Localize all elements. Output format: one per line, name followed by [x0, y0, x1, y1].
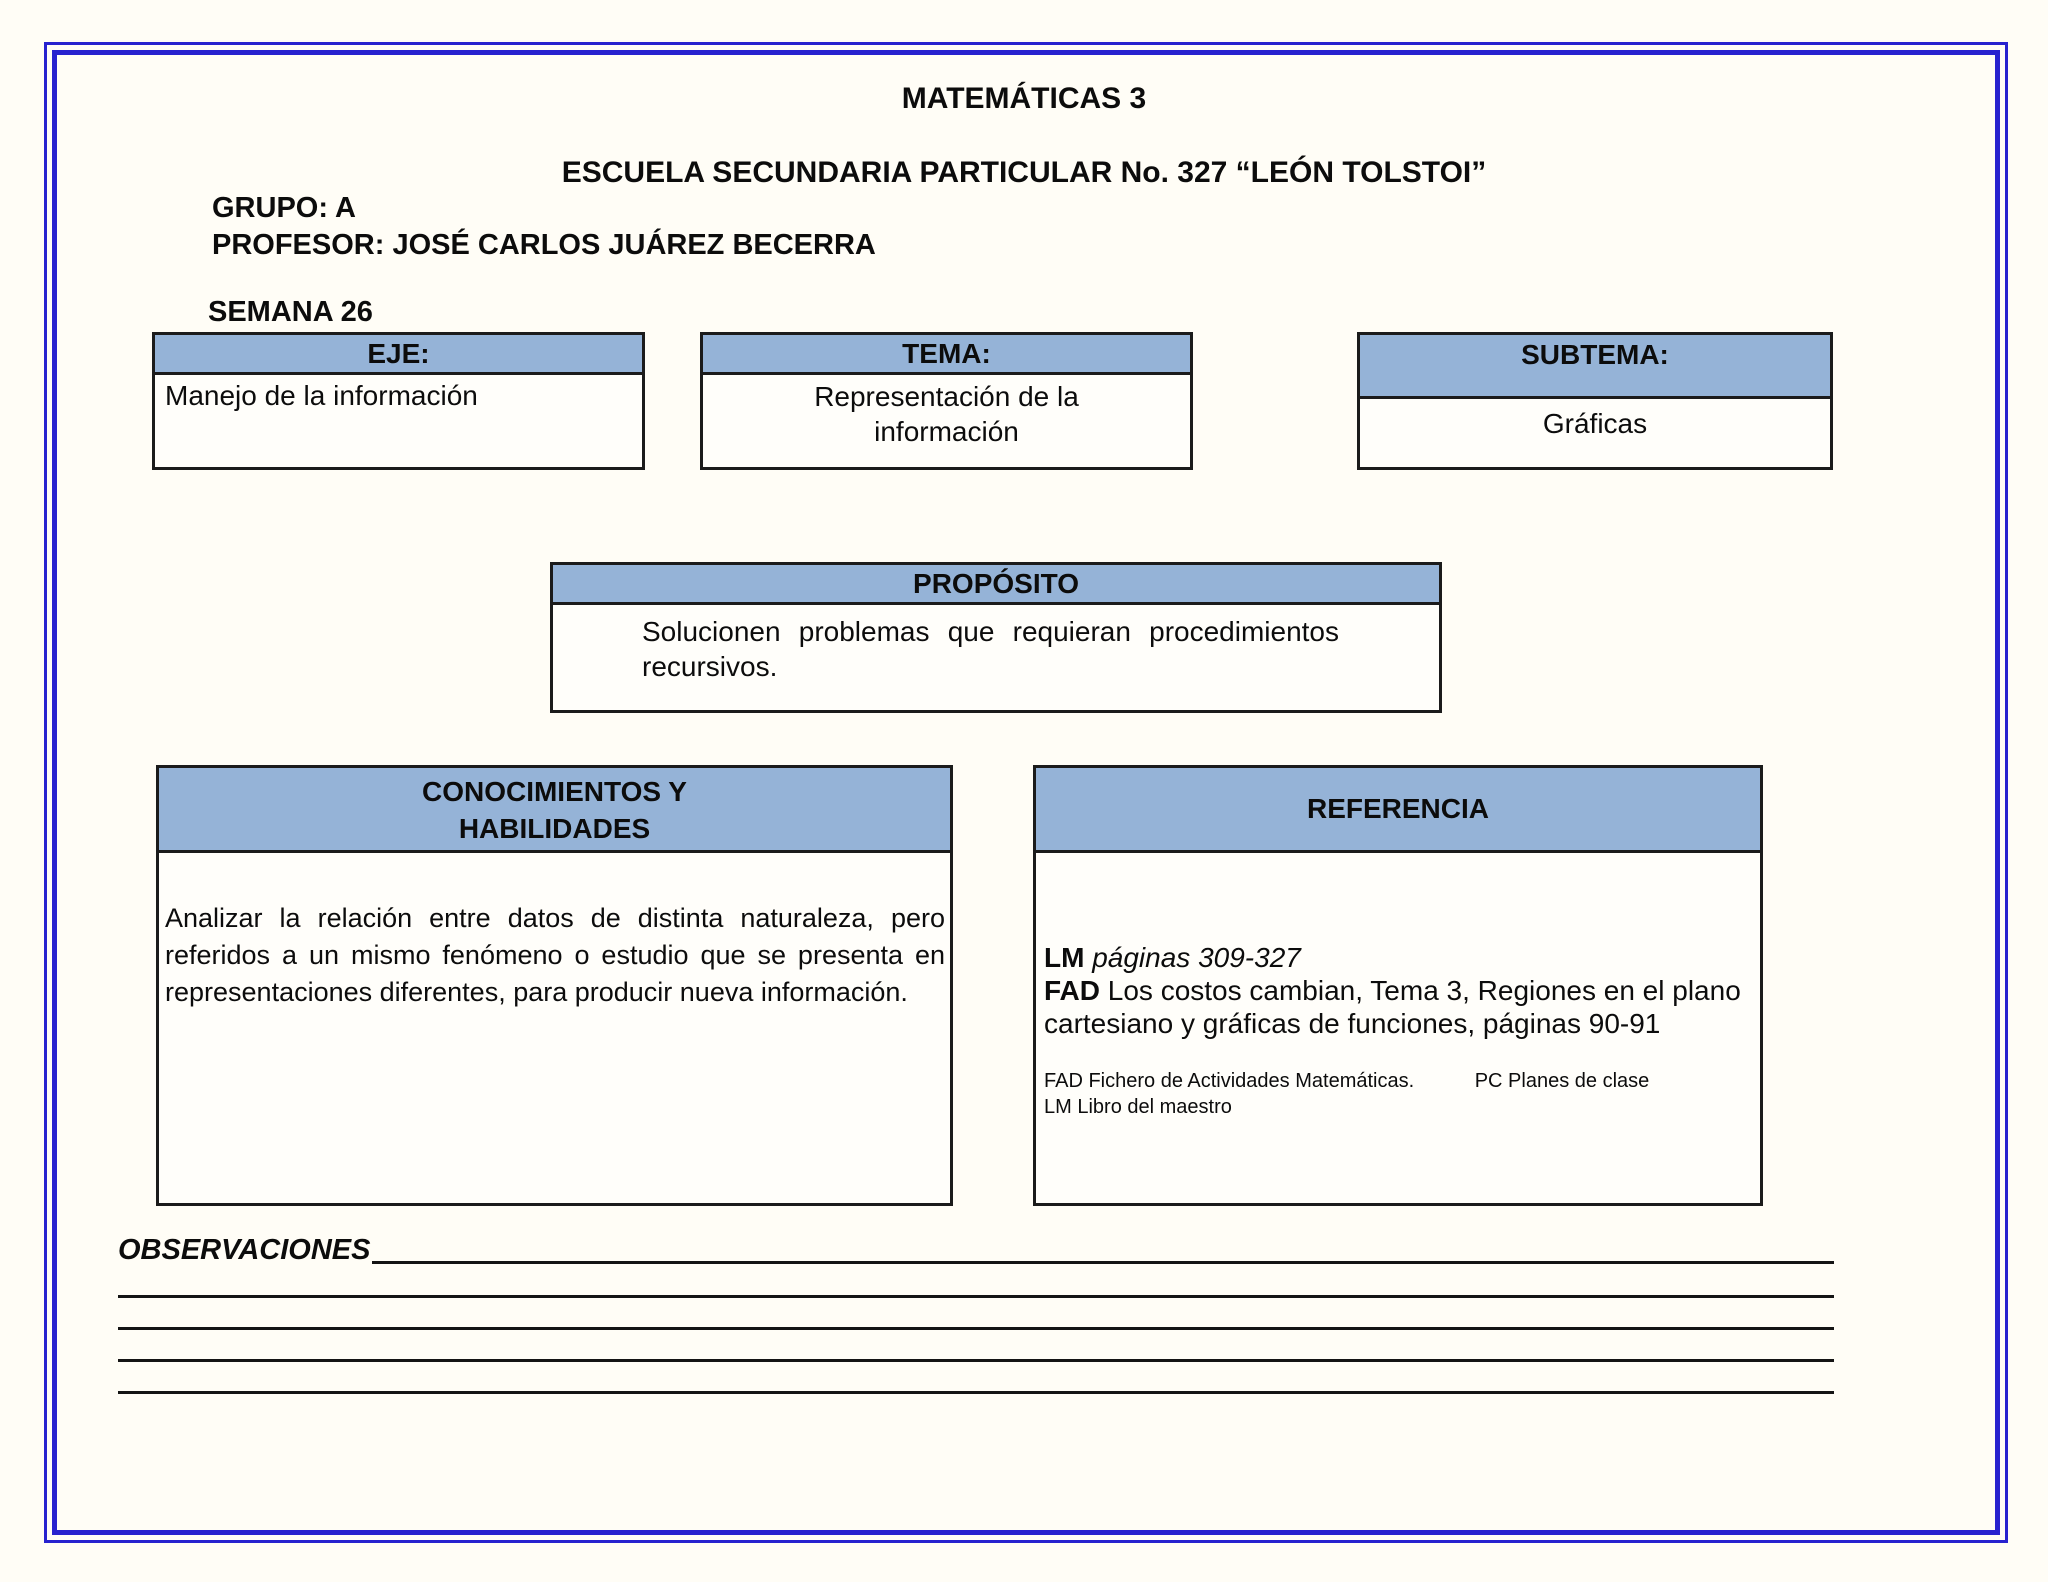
group-label: GRUPO: A	[212, 192, 356, 224]
footnote-lm: LM Libro del maestro	[1044, 1096, 1232, 1118]
fad-text: Los costos cambian, Tema 3, Regiones en …	[1044, 975, 1741, 1039]
tema-box: TEMA: Representación de la información	[700, 332, 1193, 470]
ruled-line	[118, 1391, 1834, 1394]
school-name: ESCUELA SECUNDARIA PARTICULAR No. 327 “L…	[561, 156, 1487, 189]
page-title: MATEMÁTICAS 3	[901, 82, 1147, 115]
proposito-header: PROPÓSITO	[553, 565, 1439, 605]
eje-box: EJE: Manejo de la información	[152, 332, 645, 470]
tema-header: TEMA:	[703, 335, 1190, 375]
lm-abbr: LM	[1044, 942, 1085, 973]
footnote-line1: FAD Fichero de Actividades Matemáticas. …	[1044, 1068, 1752, 1094]
referencia-header: REFERENCIA	[1036, 768, 1760, 853]
page-border-inner	[52, 50, 2000, 1535]
referencia-content-area: LM páginas 309-327 FAD Los costos cambia…	[1036, 853, 1760, 1120]
observaciones-label: OBSERVACIONES	[118, 1234, 371, 1266]
referencia-footnote: FAD Fichero de Actividades Matemáticas. …	[1044, 1068, 1752, 1120]
eje-content: Manejo de la información	[165, 380, 478, 411]
referencia-item-lm: LM páginas 309-327	[1044, 941, 1752, 974]
observaciones-write-line	[372, 1261, 1834, 1264]
footnote-pc: PC Planes de clase	[1474, 1070, 1650, 1092]
referencia-box: REFERENCIA LM páginas 309-327 FAD Los co…	[1033, 765, 1763, 1206]
conocimientos-box: CONOCIMIENTOS Y HABILIDADES Analizar la …	[156, 765, 953, 1206]
observaciones-row: OBSERVACIONES	[118, 1234, 1834, 1267]
conocimientos-header: CONOCIMIENTOS Y HABILIDADES	[159, 768, 950, 853]
subtema-content: Gráficas	[1542, 408, 1648, 439]
ruled-line	[118, 1295, 1834, 1298]
professor-label: PROFESOR: JOSÉ CARLOS JUÁREZ BECERRA	[212, 229, 876, 261]
subtema-header: SUBTEMA:	[1360, 335, 1830, 399]
conocimientos-header-line2: HABILIDADES	[458, 813, 651, 844]
lm-text: páginas 309-327	[1092, 942, 1301, 973]
ruled-line	[118, 1359, 1834, 1362]
ruled-line	[118, 1327, 1834, 1330]
fad-abbr: FAD	[1044, 975, 1100, 1006]
tema-content-area: Representación de la información	[703, 375, 1190, 449]
subtema-box: SUBTEMA: Gráficas	[1357, 332, 1833, 470]
conocimientos-content: Analizar la relación entre datos de dist…	[165, 903, 945, 1007]
footnote-fad: FAD Fichero de Actividades Matemáticas.	[1044, 1070, 1415, 1092]
eje-header: EJE:	[155, 335, 642, 375]
proposito-content: Solucionen problemas que requieran proce…	[642, 616, 1339, 682]
proposito-box: PROPÓSITO Solucionen problemas que requi…	[550, 562, 1442, 713]
tema-content: Representación de la información	[814, 381, 1079, 447]
week-label: SEMANA 26	[208, 296, 373, 328]
conocimientos-header-line1: CONOCIMIENTOS Y	[421, 776, 687, 807]
referencia-item-fad: FAD Los costos cambian, Tema 3, Regiones…	[1044, 974, 1752, 1040]
page-border-outer	[44, 42, 2008, 1543]
